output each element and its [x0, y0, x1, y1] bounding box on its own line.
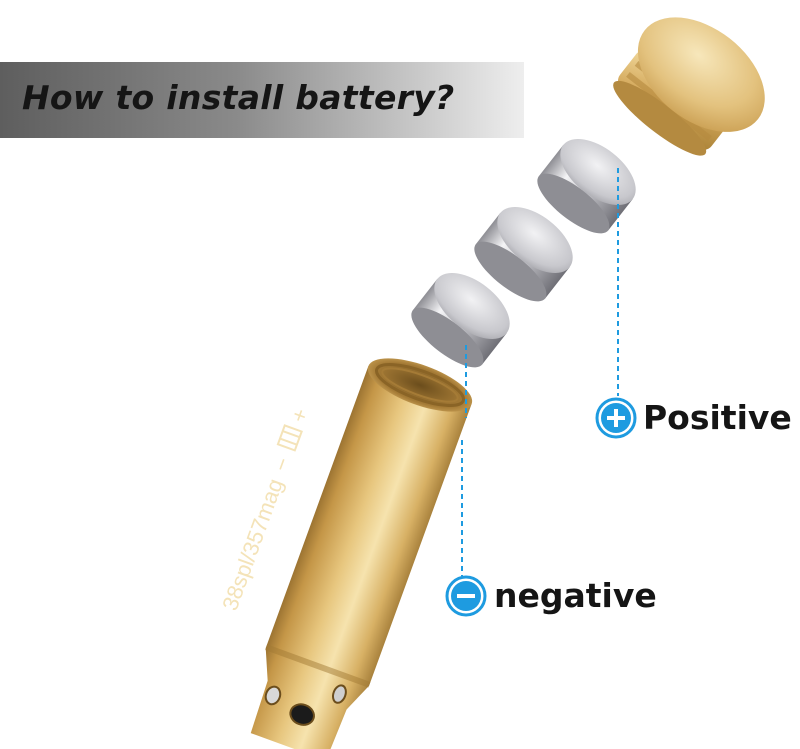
plus-circle-icon: [595, 397, 637, 439]
positive-label: Positive: [643, 398, 792, 437]
button-battery: [474, 206, 573, 302]
battery-symbol: [276, 424, 303, 452]
negative-label: negative: [494, 576, 657, 615]
brass-cap: [613, 17, 765, 156]
plus-engraving: +: [286, 405, 314, 426]
minus-engraving: −: [268, 454, 296, 475]
caliber-engraving: 38spl/357mag: [217, 475, 288, 613]
minus-circle-icon: [445, 575, 487, 617]
button-battery: [537, 138, 636, 234]
title-banner: [0, 62, 524, 138]
button-battery: [411, 272, 510, 368]
brass-cartridge-body: [250, 358, 473, 749]
banner-title: How to install battery?: [22, 78, 455, 117]
